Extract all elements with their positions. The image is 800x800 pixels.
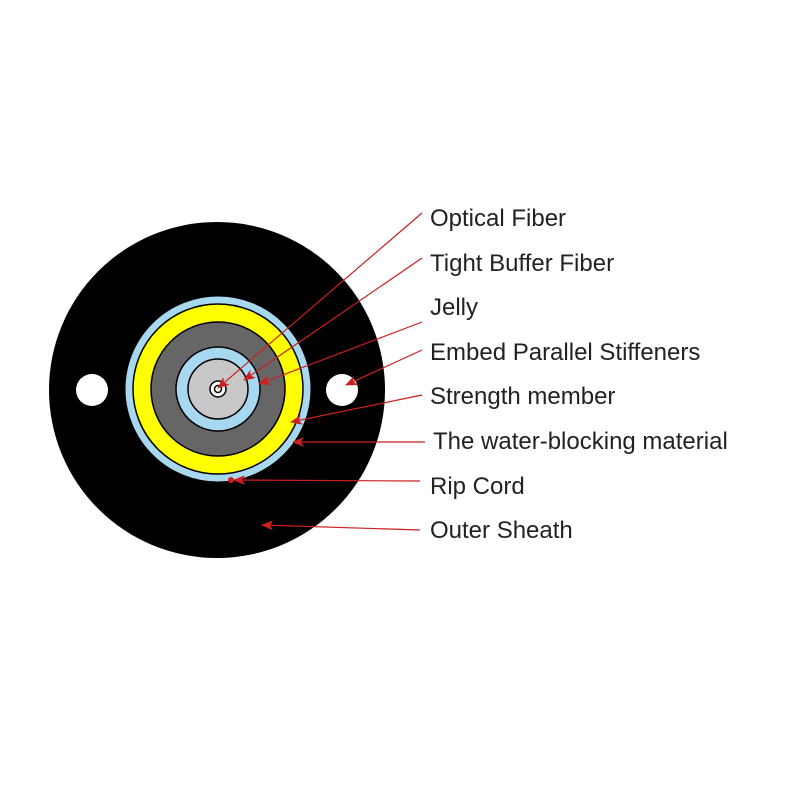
- stiffener-right: [326, 374, 358, 406]
- stiffener-left: [76, 374, 108, 406]
- callout-label: Rip Cord: [430, 473, 525, 500]
- leader-arrow: [261, 520, 421, 531]
- leader-arrow: [233, 475, 421, 486]
- rip-cord: [228, 477, 234, 483]
- leader-arrow: [290, 394, 423, 425]
- callout-label: Outer Sheath: [430, 517, 573, 544]
- leader-arrow: [243, 257, 423, 381]
- callout-label: Tight Buffer Fiber: [430, 250, 614, 277]
- leader-arrow: [345, 349, 423, 386]
- callout-label: Optical Fiber: [430, 205, 566, 232]
- callout-label: Jelly: [430, 294, 478, 321]
- callout-label: Strength member: [430, 383, 615, 410]
- callout-label: Embed Parallel Stiffeners: [430, 339, 700, 366]
- callout-label: The water-blocking material: [433, 428, 728, 455]
- leader-arrow: [258, 321, 423, 385]
- leader-arrow: [217, 212, 423, 389]
